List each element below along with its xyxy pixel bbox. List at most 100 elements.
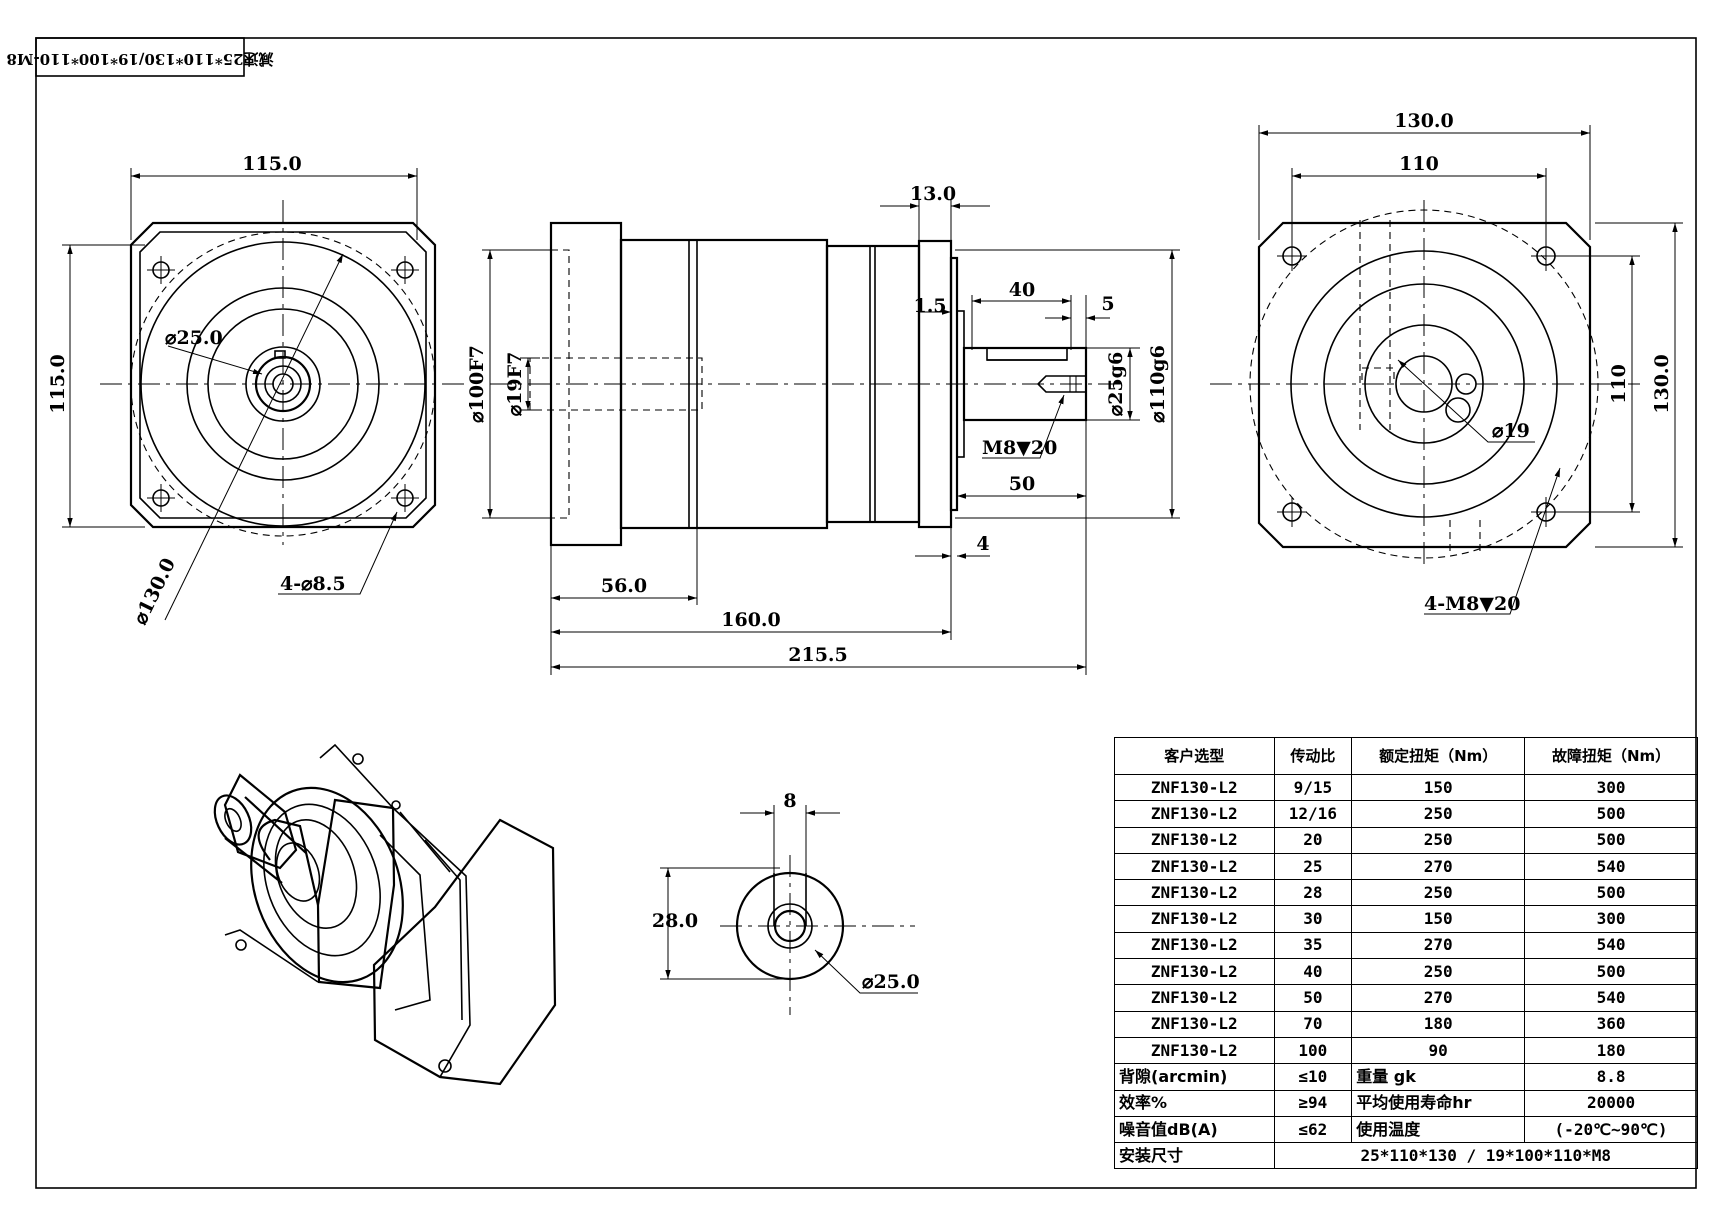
cell: 12/16 <box>1273 800 1353 828</box>
key-width-dim: 8 <box>783 790 796 812</box>
cell: 300 <box>1524 773 1698 802</box>
header-ratio: 传动比 <box>1273 737 1353 775</box>
length-a-dim: 56.0 <box>601 575 647 597</box>
cell: 35 <box>1273 931 1353 960</box>
cell: 30 <box>1273 905 1353 933</box>
cell: 250 <box>1351 826 1526 854</box>
bolt-holes <box>147 256 419 512</box>
spec-value: 8.8 <box>1524 1063 1698 1091</box>
length-c-dim: 215.5 <box>788 644 848 666</box>
cell: 360 <box>1524 1010 1698 1038</box>
key-length-dim: 40 <box>1009 279 1035 301</box>
spigot-length-dim: 4 <box>976 533 989 555</box>
cell: 540 <box>1524 931 1698 960</box>
cell: 150 <box>1351 905 1526 933</box>
cell: ZNF130-L2 <box>1114 905 1275 933</box>
cell: 28 <box>1273 879 1353 907</box>
front-holes-dim: 4-⌀8.5 <box>280 573 346 595</box>
cell: 250 <box>1351 958 1526 986</box>
cell: ZNF130-L2 <box>1114 852 1275 881</box>
rear-bolt-height-dim: 110 <box>1608 364 1630 404</box>
cell: 500 <box>1524 879 1698 907</box>
cell: ZNF130-L2 <box>1114 958 1275 986</box>
front-width-dim: 115.0 <box>242 153 302 175</box>
spec-label: 平均使用寿命hr <box>1351 1089 1526 1117</box>
cell: 100 <box>1273 1036 1353 1065</box>
cell: 540 <box>1524 984 1698 1012</box>
side-view: 13.0 1.5 40 5 ⌀25g6 ⌀110g6 ⌀100F7 ⌀19F7 … <box>466 183 1180 675</box>
spec-label: 噪音值dB(A) <box>1114 1115 1275 1144</box>
cell: ZNF130-L2 <box>1114 826 1275 854</box>
cell: ZNF130-L2 <box>1114 1036 1275 1065</box>
cell: ZNF130-L2 <box>1114 984 1275 1012</box>
isometric-view <box>213 743 557 1086</box>
key-offset-dim: 5 <box>1101 293 1114 315</box>
flange-thickness-dim: 13.0 <box>910 183 956 205</box>
cell: 25 <box>1273 852 1353 881</box>
cell: 500 <box>1524 800 1698 828</box>
cell: 300 <box>1524 905 1698 933</box>
cell: ZNF130-L2 <box>1114 931 1275 960</box>
front-pcd-dim: ⌀130.0 <box>129 555 180 628</box>
tap-dim: M8▼20 <box>982 437 1057 459</box>
key-height-dim: 28.0 <box>652 910 698 932</box>
input-fit-dim: ⌀19F7 <box>504 352 526 417</box>
spec-value: (-20℃~90℃) <box>1524 1115 1698 1144</box>
cell: 270 <box>1351 852 1526 881</box>
mount-label: 安装尺寸 <box>1114 1142 1275 1170</box>
cell: 540 <box>1524 852 1698 881</box>
header-fault-torque: 故障扭矩（Nm） <box>1524 737 1698 775</box>
cell: 250 <box>1351 879 1526 907</box>
title-text: 減速25*110*130/19*100*110-M8 <box>6 50 273 68</box>
front-height-dim: 115.0 <box>47 354 69 414</box>
cell: ZNF130-L2 <box>1114 800 1275 828</box>
cell: 150 <box>1351 773 1526 802</box>
drawing-border <box>35 37 1697 1189</box>
spec-value: ≤62 <box>1273 1115 1353 1144</box>
tapped-holes <box>1277 241 1561 527</box>
rear-taps-dim: 4-M8▼20 <box>1424 593 1520 615</box>
cell: 90 <box>1351 1036 1526 1065</box>
length-b-dim: 160.0 <box>721 609 781 631</box>
shaft-dia-dim: ⌀25.0 <box>862 971 920 993</box>
spec-label: 效率% <box>1114 1089 1275 1117</box>
rear-bolt-width-dim: 110 <box>1399 153 1439 175</box>
cell: 70 <box>1273 1010 1353 1038</box>
spigot-fit-dim: ⌀110g6 <box>1147 345 1169 423</box>
step-dim: 1.5 <box>913 295 946 317</box>
cell: ZNF130-L2 <box>1114 773 1275 802</box>
mount-value: 25*110*130 / 19*100*110*M8 <box>1273 1142 1699 1170</box>
spec-value: ≤10 <box>1273 1063 1353 1091</box>
cell: ZNF130-L2 <box>1114 879 1275 907</box>
header-rated-torque: 额定扭矩（Nm） <box>1351 737 1526 775</box>
rear-view: 130.0 110 110 130.0 ⌀19 4-M8▼20 <box>1210 110 1683 615</box>
spec-value: 20000 <box>1524 1089 1698 1117</box>
spec-value: ≥94 <box>1273 1089 1353 1117</box>
cell: 270 <box>1351 984 1526 1012</box>
cell: 9/15 <box>1273 773 1353 802</box>
cell: 500 <box>1524 958 1698 986</box>
rear-outer-height-dim: 130.0 <box>1651 354 1673 414</box>
cell: 180 <box>1351 1010 1526 1038</box>
spec-label: 背隙(arcmin) <box>1114 1063 1275 1091</box>
shaft-length-dim: 50 <box>1009 473 1035 495</box>
rear-outer-width-dim: 130.0 <box>1394 110 1454 132</box>
shaft-section: 8 28.0 ⌀25.0 <box>652 790 920 1015</box>
cell: 180 <box>1524 1036 1698 1065</box>
cell: 20 <box>1273 826 1353 854</box>
header-model: 客户选型 <box>1114 737 1275 775</box>
bore-fit-dim: ⌀100F7 <box>466 345 488 423</box>
